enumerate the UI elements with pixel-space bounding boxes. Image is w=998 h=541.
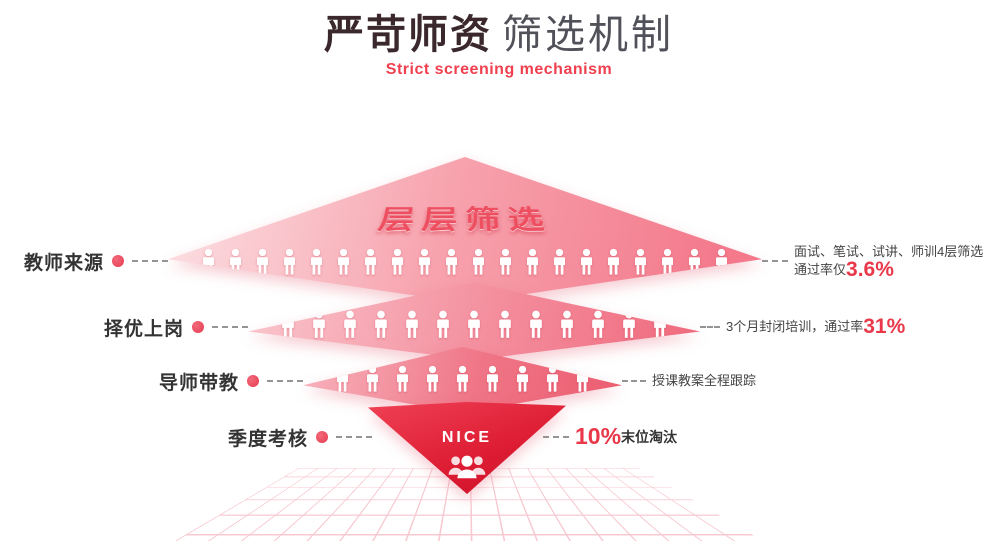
note-value: 31%: [863, 315, 905, 338]
dashed-connector: [132, 260, 168, 262]
person-icon: [333, 364, 352, 394]
team-icon: [446, 451, 488, 481]
left-label: 教师来源: [24, 248, 104, 275]
person-icon: [371, 309, 391, 340]
person-icon: [557, 309, 577, 340]
triangle-shape: NICE: [368, 402, 566, 494]
note-value: 10%: [575, 423, 621, 449]
person-icon: [442, 247, 461, 277]
person-icon: [278, 309, 298, 340]
note-block: 10%末位淘汰: [575, 427, 677, 447]
person-icon: [469, 247, 488, 277]
person-icon: [388, 247, 407, 277]
person-icon: [334, 247, 353, 277]
right-note-selected: 3个月封闭培训，通过率31%: [700, 315, 905, 339]
person-icon: [253, 247, 272, 277]
note-text: 授课教案全程跟踪: [652, 372, 756, 390]
funnel-banner: 层层筛选: [168, 199, 762, 237]
person-icon: [685, 247, 704, 277]
diamond-shape: 层层筛选: [168, 157, 762, 303]
note-suffix: 末位淘汰: [621, 429, 677, 445]
person-icon: [523, 247, 542, 277]
person-icon: [402, 309, 422, 340]
note-value: 3.6%: [846, 258, 894, 281]
person-icon: [550, 247, 569, 277]
person-icon: [712, 247, 731, 277]
dashed-connector: [543, 436, 569, 438]
person-icon: [483, 364, 502, 394]
dashed-connector: [212, 326, 248, 328]
note-prefix: 3个月封闭培训，通过率: [726, 319, 863, 334]
left-label: 择优上岗: [104, 314, 184, 341]
person-icon: [423, 364, 442, 394]
left-label: 季度考核: [228, 424, 308, 451]
note-block: 面试、笔试、试讲、师训4层筛选 通过率仅3.6%: [794, 243, 983, 279]
right-note-sources: 面试、笔试、试讲、师训4层筛选 通过率仅3.6%: [762, 239, 983, 283]
person-icon: [340, 309, 360, 340]
person-icon: [513, 364, 532, 394]
dashed-connector: [336, 436, 372, 438]
person-icon: [226, 247, 245, 277]
dashed-connector: [267, 380, 303, 382]
person-icon: [619, 309, 639, 340]
person-icon: [543, 364, 562, 394]
marker-dot-icon: [112, 255, 124, 267]
funnel-layer-sources: 层层筛选: [168, 157, 762, 303]
dashed-connector: [700, 326, 720, 328]
person-icon: [631, 247, 650, 277]
person-icon-row: [303, 364, 622, 394]
person-icon: [464, 309, 484, 340]
left-row-selected: 择优上岗: [104, 315, 248, 339]
person-icon: [604, 247, 623, 277]
left-row-assessment: 季度考核: [228, 425, 372, 449]
person-icon-row: [248, 309, 700, 340]
person-icon: [577, 247, 596, 277]
left-label: 导师带教: [159, 368, 239, 395]
person-icon: [361, 247, 380, 277]
note-rate: 通过率仅3.6%: [794, 261, 983, 279]
person-icon: [393, 364, 412, 394]
person-icon: [433, 309, 453, 340]
person-icon: [496, 247, 515, 277]
right-note-assessment: 10%末位淘汰: [543, 423, 677, 451]
right-note-mentored: 授课教案全程跟踪: [622, 369, 756, 393]
person-icon: [453, 364, 472, 394]
person-icon: [495, 309, 515, 340]
person-icon: [650, 309, 670, 340]
person-icon: [415, 247, 434, 277]
person-icon: [307, 247, 326, 277]
marker-dot-icon: [192, 321, 204, 333]
person-icon: [573, 364, 592, 394]
person-icon: [309, 309, 329, 340]
person-icon-row: [168, 247, 762, 277]
left-row-mentored: 导师带教: [159, 369, 303, 393]
person-icon: [363, 364, 382, 394]
dashed-connector: [762, 260, 788, 262]
person-icon: [526, 309, 546, 340]
note-prefix: 通过率仅: [794, 262, 846, 277]
marker-dot-icon: [247, 375, 259, 387]
person-icon: [280, 247, 299, 277]
person-icon: [199, 247, 218, 277]
note-block: 3个月封闭培训，通过率31%: [726, 318, 905, 336]
marker-dot-icon: [316, 431, 328, 443]
left-row-sources: 教师来源: [24, 249, 168, 273]
nice-badge: NICE: [368, 429, 566, 447]
dashed-connector: [622, 380, 646, 382]
person-icon: [588, 309, 608, 340]
funnel-layer-assessment: NICE: [368, 402, 566, 494]
person-icon: [658, 247, 677, 277]
